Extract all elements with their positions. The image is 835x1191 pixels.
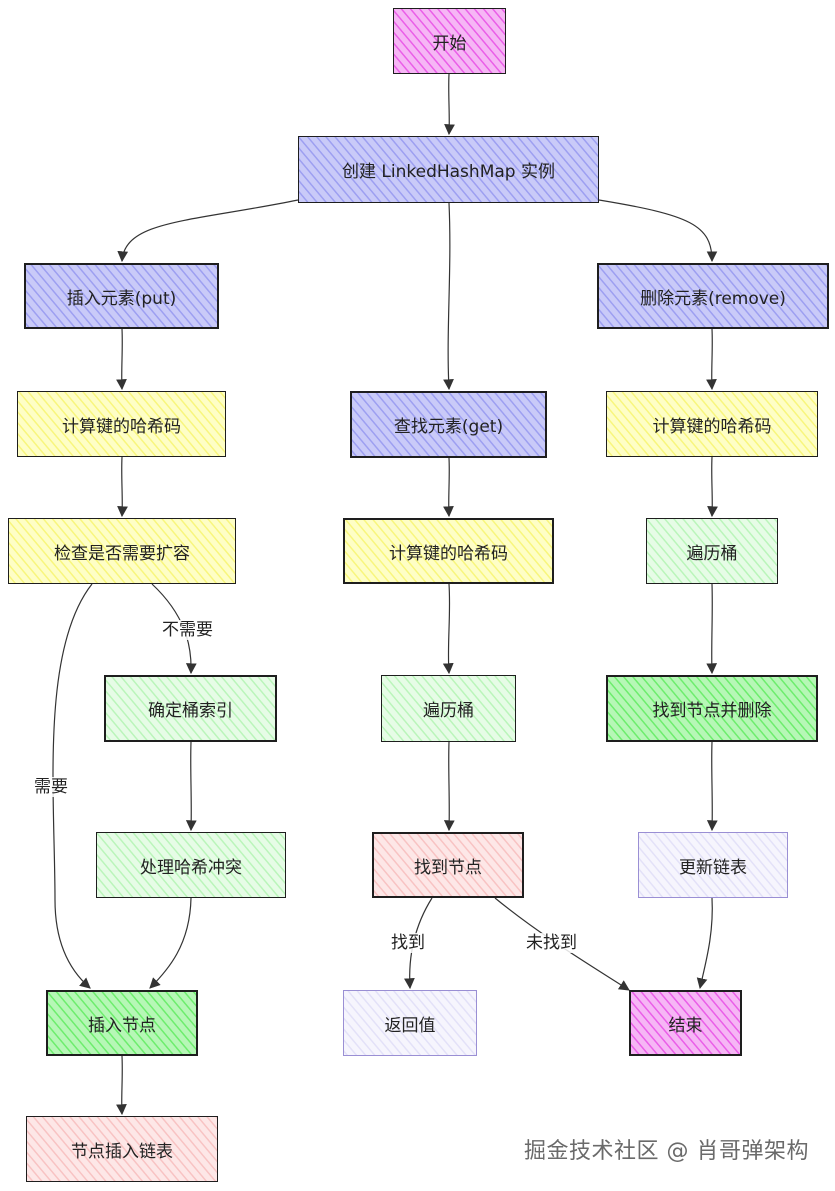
bg-handle-collision — [96, 832, 286, 898]
node-put-hash: 计算键的哈希码 — [17, 391, 226, 457]
edges — [52, 73, 718, 1116]
node-remove-hash: 计算键的哈希码 — [606, 391, 818, 457]
edge-update-end — [696, 897, 713, 990]
bg-get — [350, 391, 547, 458]
edge-check-insert-need — [52, 583, 93, 989]
edge-removehash-traverse — [707, 456, 718, 518]
node-create-instance: 创建 LinkedHashMap 实例 — [298, 136, 599, 203]
node-end: 结束 — [629, 990, 742, 1056]
edge-create-get — [443, 202, 454, 391]
node-check-resize: 检查是否需要扩容 — [8, 518, 236, 584]
edge-create-remove — [598, 199, 718, 263]
node-remove-traverse: 遍历桶 — [646, 518, 778, 584]
edge-remove-hash — [706, 328, 717, 391]
node-find-delete: 找到节点并删除 — [606, 675, 818, 742]
edge-hash-check — [117, 456, 128, 518]
edge-start-create — [444, 73, 455, 136]
bg-insert-node — [46, 990, 198, 1056]
bg-remove-traverse — [646, 518, 778, 584]
bg-start — [393, 8, 506, 74]
edge-traverse-found — [443, 741, 455, 832]
bg-find-delete — [606, 675, 818, 742]
bg-get-traverse — [381, 675, 516, 742]
bg-end — [629, 990, 742, 1056]
edge-label-need: 需要 — [32, 777, 70, 797]
bg-put — [24, 263, 219, 329]
bg-bucket-index — [104, 675, 277, 742]
node-get-traverse: 遍历桶 — [381, 675, 516, 742]
node-get: 查找元素(get) — [350, 391, 547, 458]
node-found-node: 找到节点 — [372, 832, 524, 898]
node-insert-node: 插入节点 — [46, 990, 198, 1056]
edge-label-no-need: 不需要 — [160, 620, 215, 640]
bg-put-hash — [17, 391, 226, 457]
edge-label-found: 找到 — [389, 933, 427, 953]
watermark-text: 掘金技术社区 @ 肖哥弹架构 — [524, 1139, 809, 1164]
edge-insert-list — [116, 1055, 127, 1116]
edge-put-hash — [116, 328, 127, 391]
bg-return-value — [343, 990, 477, 1056]
bg-update-list — [638, 832, 788, 898]
node-handle-collision: 处理哈希冲突 — [96, 832, 286, 898]
bg-insert-list — [26, 1116, 218, 1182]
node-put: 插入元素(put) — [24, 263, 219, 329]
bg-check-resize — [8, 518, 236, 584]
bg-get-hash — [343, 518, 554, 584]
bg-found-node — [372, 832, 524, 898]
node-backgrounds — [8, 8, 829, 1182]
edge-collision-insert — [149, 897, 192, 989]
bg-create — [298, 136, 599, 203]
bg-remove — [597, 263, 829, 329]
bg-remove-hash — [606, 391, 818, 457]
node-start: 开始 — [393, 8, 506, 74]
edge-finddelete-update — [706, 741, 718, 832]
edge-label-not-found: 未找到 — [524, 933, 579, 953]
node-insert-list: 节点插入链表 — [26, 1116, 218, 1182]
node-update-list: 更新链表 — [638, 832, 788, 898]
node-return-value: 返回值 — [343, 990, 477, 1056]
edge-rtraverse-finddelete — [706, 583, 718, 675]
edge-get-hash — [443, 457, 454, 518]
edge-create-put — [117, 199, 299, 263]
node-bucket-index: 确定桶索引 — [104, 675, 277, 742]
node-get-hash: 计算键的哈希码 — [343, 518, 554, 584]
edge-gethash-traverse — [442, 583, 454, 675]
edge-bucket-collision — [185, 741, 197, 832]
node-remove: 删除元素(remove) — [597, 263, 829, 329]
